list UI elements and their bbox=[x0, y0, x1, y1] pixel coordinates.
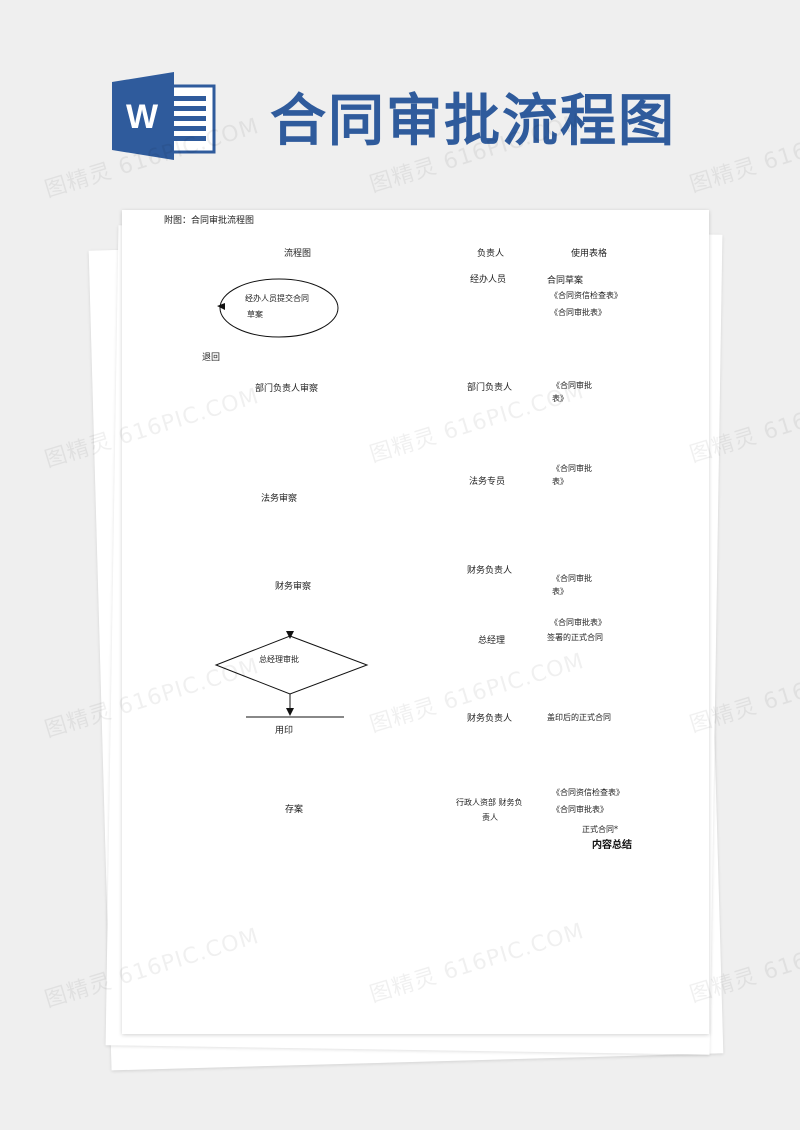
return-arrowhead bbox=[217, 303, 225, 310]
form-cell: 表》 bbox=[552, 587, 568, 596]
page-header: W 合同审批流程图 bbox=[0, 0, 800, 200]
flow-return-label: 退回 bbox=[202, 353, 221, 363]
tail-text: 正式合同* bbox=[582, 825, 618, 834]
start-ellipse bbox=[219, 278, 339, 338]
flow-seal: 用印 bbox=[275, 726, 294, 736]
owner-cell: 行政人资部 财务负 bbox=[456, 798, 523, 807]
form-cell: 《合同审批 bbox=[552, 464, 592, 473]
form-cell: 《合同审批表》 bbox=[550, 308, 606, 317]
form-cell: 表》 bbox=[552, 394, 568, 403]
flowchart-graphics bbox=[214, 278, 369, 718]
form-cell: 《合同资信检查表》 bbox=[552, 788, 624, 797]
column-header-owner: 负责人 bbox=[477, 249, 505, 259]
flow-gm-approve: 总经理审批 bbox=[259, 655, 299, 664]
form-cell: 《合同审批表》 bbox=[552, 805, 608, 814]
form-cell: 《合同资信检查表》 bbox=[550, 291, 622, 300]
flow-dept-review: 部门负责人审察 bbox=[255, 384, 319, 394]
owner-cell: 责人 bbox=[482, 813, 498, 822]
owner-cell: 经办人员 bbox=[470, 275, 507, 285]
column-header-forms: 使用表格 bbox=[571, 249, 608, 259]
form-cell: 签署的正式合同 bbox=[547, 633, 603, 642]
flow-finance-review: 财务审察 bbox=[275, 582, 312, 592]
owner-cell: 部门负责人 bbox=[467, 383, 513, 393]
owner-cell: 财务负责人 bbox=[467, 566, 513, 576]
word-icon: W bbox=[112, 72, 216, 160]
flow-archive: 存案 bbox=[285, 805, 304, 815]
owner-cell: 总经理 bbox=[478, 636, 506, 646]
flow-legal-review: 法务审察 bbox=[261, 494, 298, 504]
form-cell: 《合同审批 bbox=[552, 574, 592, 583]
owner-cell: 法务专员 bbox=[469, 477, 506, 487]
document-page: 附图：合同审批流程图 流程图 负责人 使用表格 经办人员提交合同 草案 退回 部… bbox=[122, 210, 709, 1034]
form-cell: 《合同审批表》 bbox=[550, 618, 606, 627]
column-header-flow: 流程图 bbox=[284, 249, 312, 259]
page-title: 合同审批流程图 bbox=[270, 88, 676, 154]
form-cell: 盖印后的正式合同 bbox=[547, 713, 611, 722]
form-cell: 合同草案 bbox=[547, 276, 584, 286]
tail-summary: 内容总结 bbox=[592, 840, 632, 851]
document-caption: 附图：合同审批流程图 bbox=[164, 216, 255, 226]
svg-text:W: W bbox=[126, 98, 159, 136]
decision-arrowhead-in bbox=[286, 631, 294, 639]
seal-arrowhead bbox=[286, 708, 294, 716]
flow-start-label: 草案 bbox=[247, 310, 263, 319]
decision-diamond bbox=[214, 635, 369, 695]
owner-cell: 财务负责人 bbox=[467, 714, 513, 724]
form-cell: 《合同审批 bbox=[552, 381, 592, 390]
flow-start-label: 经办人员提交合同 bbox=[245, 294, 309, 303]
form-cell: 表》 bbox=[552, 477, 568, 486]
